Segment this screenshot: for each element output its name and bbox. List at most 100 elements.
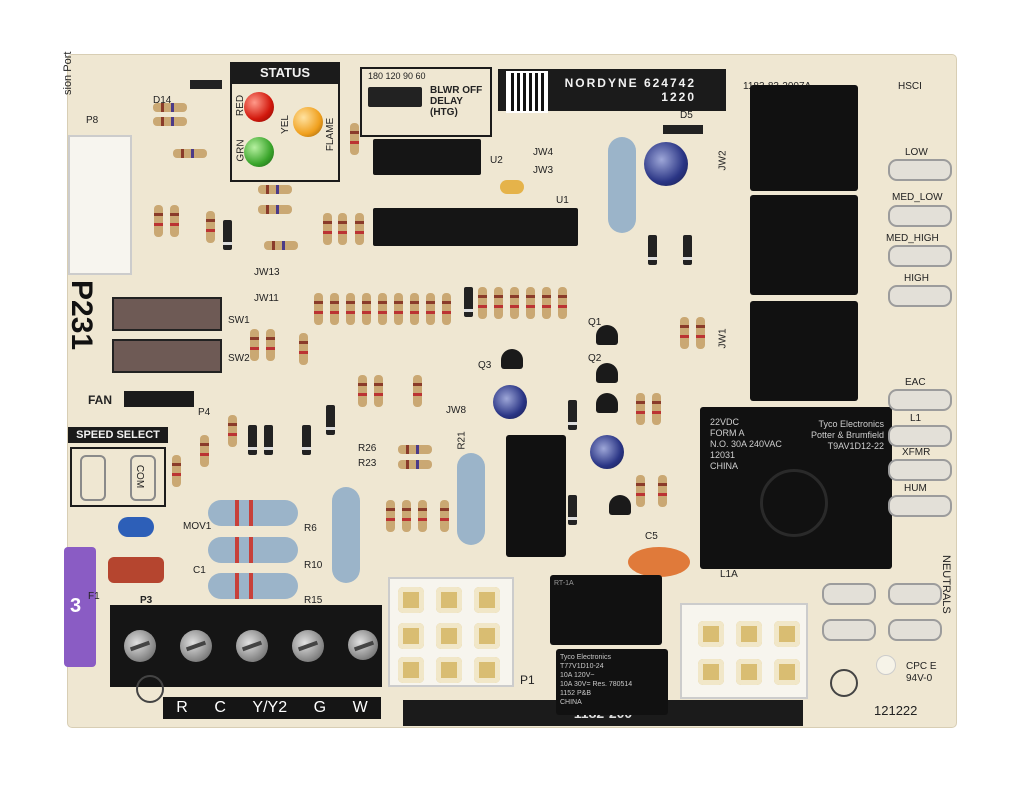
electrolytic-capacitor — [493, 385, 527, 419]
date-label: 1220 — [661, 90, 696, 104]
resistor — [153, 117, 187, 126]
rating-label: 94V-0 — [906, 673, 933, 684]
resistor — [258, 205, 292, 214]
thermostat-label-strip: R C Y/Y2 G W — [163, 697, 381, 719]
terminal-screw-w[interactable] — [348, 630, 378, 660]
speed-tap-med-low[interactable] — [888, 205, 952, 227]
fan-speed-relay-3 — [750, 301, 858, 401]
jw2-label: JW2 — [717, 150, 729, 171]
connector-pin — [398, 657, 424, 683]
p1-label: P1 — [520, 673, 535, 687]
power-resistor — [332, 487, 360, 583]
main-relay: 22VDC FORM A N.O. 30A 240VAC 12031 CHINA… — [700, 407, 892, 569]
sw1-label: SW1 — [228, 315, 250, 326]
blower-delay-box — [360, 67, 492, 137]
resistor — [154, 205, 163, 237]
terminal-w-label: W — [352, 699, 368, 716]
blower-delay-dip-switch[interactable] — [368, 87, 422, 107]
connector-pin — [398, 587, 424, 613]
resistor — [636, 475, 645, 507]
big-relay-form: FORM A — [710, 428, 745, 438]
fan-speed-relay-2 — [750, 195, 858, 295]
resistor — [413, 375, 422, 407]
small-relay-code: 1152 P&B — [560, 690, 592, 697]
terminal-eac[interactable] — [888, 389, 952, 411]
big-relay-country: CHINA — [710, 461, 739, 471]
resistor — [426, 293, 435, 325]
jw13-label: JW13 — [254, 267, 280, 278]
r10-label: R10 — [304, 560, 323, 571]
resistor — [440, 500, 449, 532]
connector-pin — [736, 659, 762, 685]
terminal-screw-y[interactable] — [236, 630, 268, 662]
part-label: NORDYNE 624742 — [564, 76, 696, 90]
big-relay-title: Tyco Electronics — [818, 419, 884, 429]
speed-select-tab-com[interactable] — [130, 455, 156, 501]
terminal-hum[interactable] — [888, 495, 952, 517]
q3-transistor — [501, 349, 523, 369]
d5-diode — [663, 125, 703, 134]
transistor — [609, 495, 631, 515]
speed-tap-low-label: LOW — [903, 147, 930, 158]
resistor — [386, 500, 395, 532]
resistor — [558, 287, 567, 319]
resistor — [172, 455, 181, 487]
terminal-screw-g[interactable] — [292, 630, 324, 662]
sw2-switch[interactable] — [112, 339, 222, 373]
diode — [190, 80, 222, 89]
small-relay-country: CHINA — [560, 699, 582, 706]
terminal-xfmr[interactable] — [888, 459, 952, 481]
neutrals-label: NEUTRALS — [940, 555, 952, 614]
fuse[interactable] — [64, 547, 96, 667]
q3-label: Q3 — [478, 360, 492, 371]
speed-relay: RT-1A — [550, 575, 662, 645]
neutral-terminal[interactable] — [888, 619, 942, 641]
terminal-xfmr-label: XFMR — [900, 447, 933, 458]
resistor — [264, 241, 298, 250]
terminal-screw-r[interactable] — [124, 630, 156, 662]
power-resistor — [608, 137, 636, 233]
p4-label: P4 — [198, 407, 211, 418]
neutral-terminal[interactable] — [822, 619, 876, 641]
resistor — [542, 287, 551, 319]
electrolytic-capacitor — [644, 142, 688, 186]
terminal-l1-label: L1 — [908, 413, 924, 424]
neutral-terminal[interactable] — [822, 583, 876, 605]
resistor — [510, 287, 519, 319]
speed-tap-med-high[interactable] — [888, 245, 952, 267]
connector-pin — [736, 621, 762, 647]
red-led — [244, 92, 274, 122]
side-port-label: sion Port — [62, 51, 74, 95]
fan-speed-relay-1 — [750, 85, 858, 191]
status-title: STATUS — [230, 62, 340, 82]
diode — [648, 235, 657, 265]
q1-label: Q1 — [588, 317, 602, 328]
fuse-rating: 3 — [70, 595, 82, 617]
speed-tap-low[interactable] — [888, 159, 952, 181]
resistor — [410, 293, 419, 325]
speed-tap-med-high-label: MED_HIGH — [884, 233, 941, 244]
u2-label: U2 — [490, 155, 503, 166]
speed-tap-high[interactable] — [888, 285, 952, 307]
connector-pin — [774, 621, 800, 647]
green-label: GRN — [235, 139, 247, 162]
speed-select-tab-1[interactable] — [80, 455, 106, 501]
status-box — [230, 82, 340, 182]
c1-capacitor — [118, 517, 154, 537]
connector-pin — [436, 657, 462, 683]
r15-label: R15 — [304, 595, 323, 606]
p8-connector[interactable] — [68, 135, 132, 275]
neutral-terminal[interactable] — [888, 583, 942, 605]
mounting-hole — [830, 669, 858, 697]
diode — [223, 220, 232, 250]
resistor — [314, 293, 323, 325]
resistor — [526, 287, 535, 319]
sw1-switch[interactable] — [112, 297, 222, 331]
u1-label: U1 — [556, 195, 569, 206]
terminal-l1[interactable] — [888, 425, 952, 447]
diode — [248, 425, 257, 455]
q2-label: Q2 — [588, 353, 602, 364]
terminal-screw-c[interactable] — [180, 630, 212, 662]
sw2-label: SW2 — [228, 353, 250, 364]
fan-jumper[interactable] — [124, 391, 194, 407]
